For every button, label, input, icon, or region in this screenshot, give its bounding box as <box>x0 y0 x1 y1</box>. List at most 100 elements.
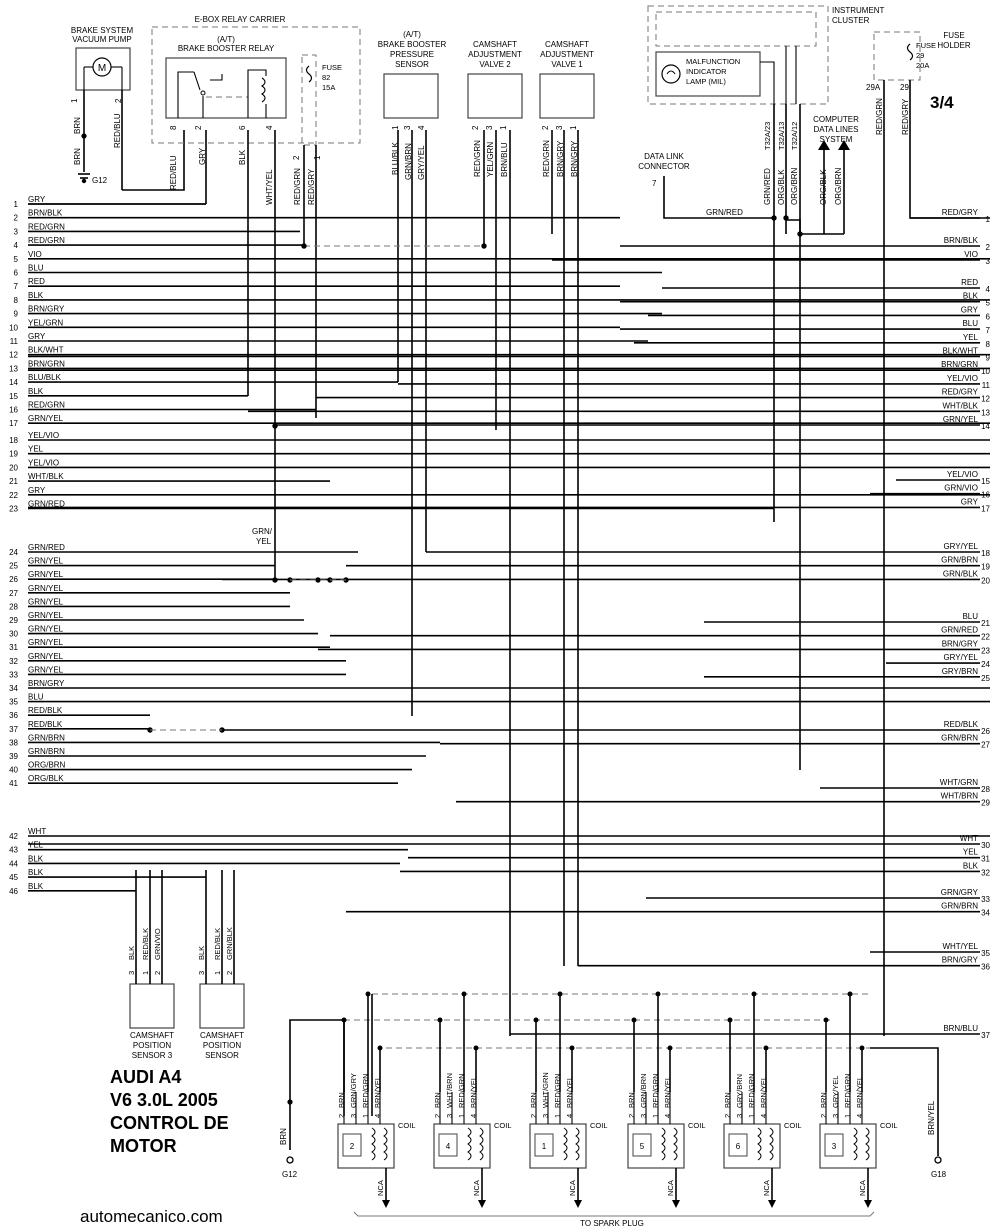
coil-pin-num: 2 <box>723 1114 732 1118</box>
cam-sensor3-title-3: SENSOR 3 <box>132 1051 173 1060</box>
cam-sensor3-box <box>129 983 175 1029</box>
cdl-arrow-2 <box>838 140 850 150</box>
vacuum-pump-title-1: BRAKE SYSTEM <box>71 26 134 35</box>
coil-id: 3 <box>832 1142 837 1151</box>
dlc-title-1: DATA LINK <box>644 152 684 161</box>
left-wire-color: GRN/RED <box>28 500 65 509</box>
cam-sensor3-title-2: POSITION <box>133 1041 171 1050</box>
cv1-wire-brngry: BRN/GRY <box>556 140 565 177</box>
left-wire-num: 21 <box>9 477 18 486</box>
coil-pin-num: 1 <box>747 1114 756 1118</box>
ground-g12-bottom: G12 <box>282 1170 298 1179</box>
coil-module <box>728 1133 748 1157</box>
right-wire-color: GRN/BRN <box>941 734 978 743</box>
right-wire-num: 32 <box>981 868 990 877</box>
left-wire-num: 33 <box>9 670 18 679</box>
cam-sensor-title-2: POSITION <box>203 1041 241 1050</box>
cam-valve2-title-3: VALVE 2 <box>479 60 511 69</box>
right-wire-num: 11 <box>982 381 991 390</box>
coil-pin-num: 2 <box>337 1114 346 1118</box>
coil-pin-num: 3 <box>445 1114 454 1118</box>
junction-dot <box>461 991 467 997</box>
mil-pin-23: T32A/23 <box>763 122 772 150</box>
pressure-sensor-title-4: SENSOR <box>395 60 429 69</box>
nca-label: NCA <box>472 1180 481 1196</box>
junction-dot <box>473 1045 479 1051</box>
fuse82-pin-2: 2 <box>292 155 301 160</box>
ground-g18: G18 <box>931 1170 947 1179</box>
coil-pin-num: 1 <box>361 1114 370 1118</box>
coil-winding-icon <box>769 1127 774 1161</box>
right-wire-num: 26 <box>981 727 990 736</box>
vp-wire-redblu: RED/BLU <box>113 113 122 148</box>
coil-pin-color: BRN <box>337 1092 346 1108</box>
cam-sensor-title-3: SENSOR <box>205 1051 239 1060</box>
cv1-wire-redgrn: RED/GRN <box>542 140 551 177</box>
coil-pin-color: BRN <box>433 1092 442 1108</box>
left-wire-num: 16 <box>9 406 18 415</box>
left-wire-color: GRN/BRN <box>28 747 65 756</box>
right-wire-color: GRY <box>961 497 979 506</box>
right-wire-num: 8 <box>986 340 991 349</box>
right-wire-color: YEL <box>963 333 979 342</box>
left-wire-num: 14 <box>9 378 18 387</box>
junction-dot <box>272 423 278 429</box>
coil-pin-color: BRN <box>627 1092 636 1108</box>
coil-pin-color: WHT/GRN <box>541 1072 550 1108</box>
vp-pin-1: 1 <box>70 98 79 103</box>
left-wire-color: BLK <box>28 868 44 877</box>
coil-winding-icon <box>371 1127 376 1161</box>
left-wire-color: GRN/YEL <box>28 570 64 579</box>
left-wire-num: 4 <box>14 241 19 250</box>
cdl-wire-orgblk: ORG/BLK <box>819 169 828 205</box>
coil-pin-color: RED/GRN <box>651 1073 660 1108</box>
left-wire-num: 24 <box>9 548 18 557</box>
coil-winding-icon <box>467 1127 472 1161</box>
left-wire-color: ORG/BRN <box>28 761 66 770</box>
relay-title-1: (A/T) <box>217 35 235 44</box>
sensor-pin-num: 2 <box>225 971 234 975</box>
cam-valve2-title-2: ADJUSTMENT <box>468 50 522 59</box>
vp-wire-brn-2: BRN <box>73 148 82 165</box>
junction-dot <box>481 243 487 249</box>
website-link[interactable]: automecanico.com <box>80 1207 223 1226</box>
right-wire-color: GRY/YEL <box>943 653 978 662</box>
coil-pin-color: GRN/GRY <box>349 1073 358 1108</box>
cv1-pin-2: 2 <box>541 125 550 130</box>
title-line-3: CONTROL DE <box>110 1113 229 1133</box>
g12-wire-brn-2: BRN <box>279 1128 288 1145</box>
right-wire-color: BLK/WHT <box>942 347 978 356</box>
coil-pin-num: 2 <box>529 1114 538 1118</box>
coil-pin-color: GRY/YEL <box>831 1076 840 1108</box>
left-wire-color: RED/GRN <box>28 401 65 410</box>
cdl-title-1: COMPUTER <box>813 115 859 124</box>
left-wire-color: GRN/YEL <box>28 414 64 423</box>
cv1-pin-3: 3 <box>555 125 564 130</box>
coil-pin-color: BRN/YEL <box>663 1076 672 1108</box>
right-wire-color: VIO <box>964 250 978 259</box>
left-wire-color: BLK/WHT <box>28 346 64 355</box>
sensor-pin-num: 3 <box>197 971 206 975</box>
coil-winding-icon <box>865 1127 870 1161</box>
right-wire-color: BRN/BLU <box>943 1024 978 1033</box>
right-wire-num: 31 <box>981 855 990 864</box>
junction-dot <box>533 1017 539 1023</box>
coil-label: COIL <box>784 1121 802 1130</box>
left-wire-num: 44 <box>9 859 18 868</box>
right-wire-color: RED <box>961 278 978 287</box>
sensor-pin-color: GRN/VIO <box>153 928 162 960</box>
junction-dot <box>377 1045 383 1051</box>
left-wire-color: GRN/YEL <box>28 597 64 606</box>
right-wire-color: RED/GRY <box>942 388 979 397</box>
coil-label: COIL <box>398 1121 416 1130</box>
coil-pin-num: 3 <box>735 1114 744 1118</box>
coil-pin-num: 2 <box>433 1114 442 1118</box>
cam-sensor-box <box>199 983 245 1029</box>
coil-pin-num: 1 <box>651 1114 660 1118</box>
coil-pin-color: GRN/BRN <box>639 1073 648 1108</box>
right-wire-color: BRN/BLK <box>944 236 979 245</box>
right-wire-num: 22 <box>981 633 990 642</box>
fuse29-num: 29 <box>916 51 924 60</box>
fuse-holder-box <box>873 31 921 81</box>
coil-winding-icon <box>479 1127 484 1161</box>
